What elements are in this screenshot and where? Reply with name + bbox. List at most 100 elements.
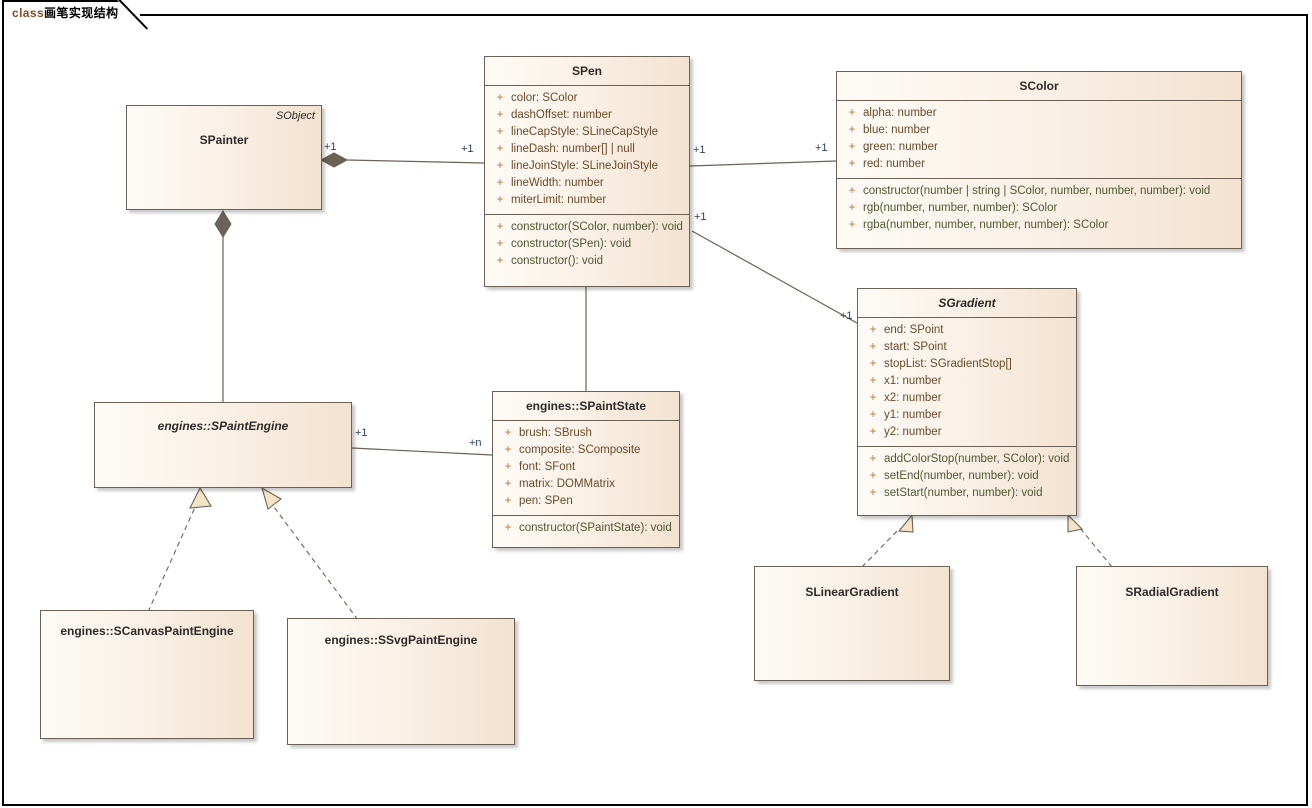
member-signature: lineJoinStyle: SLineJoinStyle <box>511 160 659 172</box>
attribute-row: + lineCapStyle: SLineCapStyle <box>485 124 689 141</box>
member-signature: constructor(SColor, number): void <box>511 221 683 233</box>
visibility-marker: + <box>496 109 504 121</box>
visibility-marker: + <box>496 143 504 155</box>
attribute-section-sgradient: +end: SPoint +start: SPoint +stopList: S… <box>858 318 1076 446</box>
visibility-marker: + <box>496 92 504 104</box>
member-signature: color: SColor <box>511 92 578 104</box>
member-signature: addColorStop(number, SColor): void <box>884 453 1070 465</box>
attribute-row: +blue: number <box>837 122 1241 139</box>
member-signature: lineWidth: number <box>511 177 604 189</box>
operation-row: +setStart(number, number): void <box>858 485 1076 502</box>
member-signature: end: SPoint <box>884 324 944 336</box>
member-signature: stopList: SGradientStop[] <box>884 358 1012 370</box>
visibility-marker: + <box>504 522 512 534</box>
visibility-marker: + <box>848 141 856 153</box>
visibility-marker: + <box>504 461 512 473</box>
class-box-sradialgradient[interactable]: SRadialGradient <box>1076 566 1268 686</box>
class-title-scolor: SColor <box>837 72 1241 101</box>
member-signature: brush: SBrush <box>519 427 592 439</box>
class-box-spaintstate[interactable]: engines::SPaintState +brush: SBrush +com… <box>492 391 680 548</box>
operation-row: +constructor(): void <box>485 253 689 270</box>
class-title-sgradient: SGradient <box>858 289 1076 318</box>
operation-section-spaintstate: + constructor(SPaintState): void <box>493 515 679 542</box>
member-signature: green: number <box>863 141 938 153</box>
visibility-marker: + <box>869 392 877 404</box>
operation-row: +rgb(number, number, number): SColor <box>837 200 1241 217</box>
attribute-row: + green: number <box>837 139 1241 156</box>
class-box-spen[interactable]: SPen +color: SColor +dashOffset: number … <box>484 56 690 287</box>
visibility-marker: + <box>504 444 512 456</box>
member-signature: y1: number <box>884 409 942 421</box>
class-box-scanvaspaintengine[interactable]: engines::SCanvasPaintEngine <box>40 610 254 739</box>
attribute-row: +end: SPoint <box>858 322 1076 339</box>
multiplicity-spen-sgradient-target: +1 <box>840 310 853 322</box>
attribute-row: + color: SColor <box>485 90 689 107</box>
multiplicity-spen-scolor-source: +1 <box>693 144 706 156</box>
class-title-spen: SPen <box>485 57 689 86</box>
visibility-marker: + <box>869 341 877 353</box>
member-signature: red: number <box>863 158 926 170</box>
attribute-row: + y1: number <box>858 407 1076 424</box>
class-box-ssvgpaintengine[interactable]: engines::SSvgPaintEngine <box>287 618 515 745</box>
attribute-row: +matrix: DOMMatrix <box>493 476 679 493</box>
diagram-title-name: 画笔实现结构 <box>44 6 119 20</box>
member-signature: x2: number <box>884 392 942 404</box>
class-title-slineargradient: SLinearGradient <box>805 585 899 599</box>
attribute-row: + lineDash: number[] | null <box>485 141 689 158</box>
diagram-frame <box>2 14 1308 806</box>
visibility-marker: + <box>848 202 856 214</box>
visibility-marker: + <box>848 158 856 170</box>
visibility-marker: + <box>848 219 856 231</box>
attribute-row: + red: number <box>837 156 1241 173</box>
member-signature: start: SPoint <box>884 341 947 353</box>
operation-section-spen: +constructor(SColor, number): void +cons… <box>485 214 689 275</box>
visibility-marker: + <box>869 453 877 465</box>
visibility-marker: + <box>496 255 504 267</box>
class-box-spaintengine[interactable]: engines::SPaintEngine <box>94 402 352 488</box>
attribute-row: +font: SFont <box>493 459 679 476</box>
attribute-row: +y2: number <box>858 424 1076 441</box>
attribute-row: + stopList: SGradientStop[] <box>858 356 1076 373</box>
class-box-spainter[interactable]: SObject SPainter <box>126 105 322 210</box>
member-signature: lineDash: number[] | null <box>511 143 635 155</box>
diagram-title-tab[interactable]: class画笔实现结构 <box>2 0 148 30</box>
multiplicity-spaintengine-spaintstate-source: +1 <box>355 427 368 439</box>
operation-section-scolor: + constructor(number | string | SColor, n… <box>837 178 1241 239</box>
member-signature: setStart(number, number): void <box>884 487 1043 499</box>
member-signature: constructor(number | string | SColor, nu… <box>863 185 1211 197</box>
visibility-marker: + <box>496 194 504 206</box>
diagram-frame-top-edge <box>140 14 1308 16</box>
attribute-row: + x2: number <box>858 390 1076 407</box>
member-signature: constructor(SPen): void <box>511 238 632 250</box>
operation-row: + constructor(SPaintState): void <box>493 520 679 537</box>
visibility-marker: + <box>848 107 856 119</box>
visibility-marker: + <box>869 375 877 387</box>
visibility-marker: + <box>496 238 504 250</box>
class-box-sgradient[interactable]: SGradient +end: SPoint +start: SPoint +s… <box>857 288 1077 516</box>
member-signature: rgba(number, number, number, number): SC… <box>863 219 1109 231</box>
visibility-marker: + <box>869 358 877 370</box>
attribute-section-spen: +color: SColor +dashOffset: number +line… <box>485 86 689 214</box>
visibility-marker: + <box>496 126 504 138</box>
attribute-row: +lineJoinStyle: SLineJoinStyle <box>485 158 689 175</box>
operation-row: +constructor(number | string | SColor, n… <box>837 183 1241 200</box>
visibility-marker: + <box>869 409 877 421</box>
operation-section-sgradient: + addColorStop(number, SColor): void +set… <box>858 446 1076 507</box>
visibility-marker: + <box>869 426 877 438</box>
member-signature: constructor(SPaintState): void <box>519 522 672 534</box>
visibility-marker: + <box>504 427 512 439</box>
operation-row: + addColorStop(number, SColor): void <box>858 451 1076 468</box>
class-box-scolor[interactable]: SColor + alpha: number +blue: number + gre… <box>836 71 1242 249</box>
member-signature: composite: SComposite <box>519 444 641 456</box>
attribute-section-spaintstate: + brush: SBrush + composite: SComposite +f… <box>493 421 679 515</box>
class-box-slineargradient[interactable]: SLinearGradient <box>754 566 950 681</box>
diagram-title-keyword: class <box>12 6 45 20</box>
visibility-marker: + <box>848 124 856 136</box>
member-signature: alpha: number <box>863 107 937 119</box>
class-title-spaintengine: engines::SPaintEngine <box>157 419 289 433</box>
attribute-row: + alpha: number <box>837 105 1241 122</box>
attribute-row: + miterLimit: number <box>485 192 689 209</box>
member-signature: lineCapStyle: SLineCapStyle <box>511 126 659 138</box>
member-signature: miterLimit: number <box>511 194 607 206</box>
